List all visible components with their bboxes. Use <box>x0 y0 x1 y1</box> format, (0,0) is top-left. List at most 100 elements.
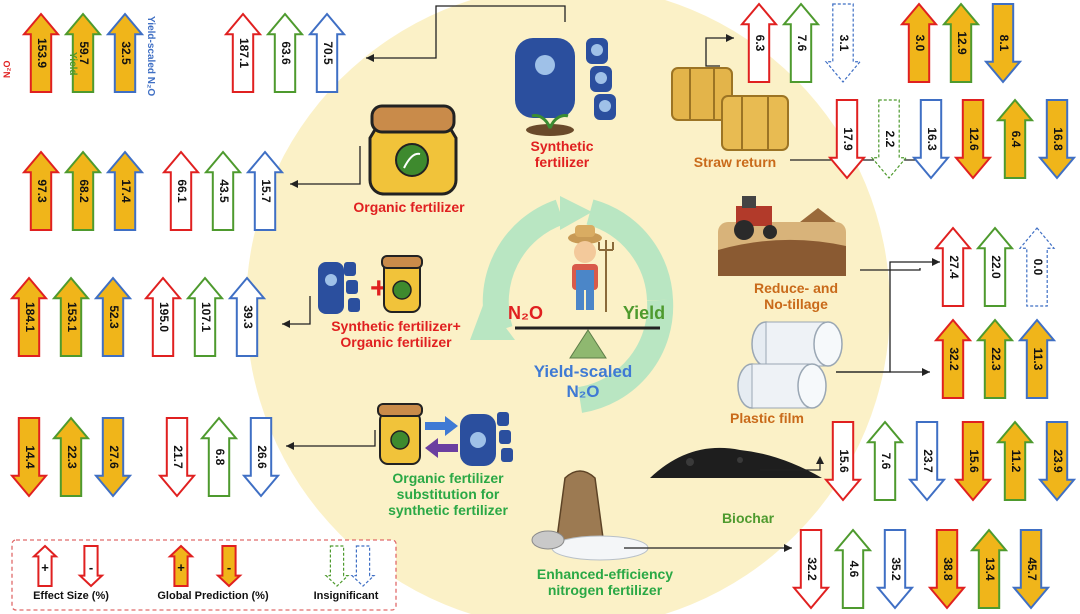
combined-effect-yield-value: 107.1 <box>199 302 213 332</box>
straw-global-n2o-arrow <box>899 2 939 83</box>
biochar-effect-ys-value: 23.7 <box>921 449 935 473</box>
organic-effect-ys-value: 15.7 <box>259 179 273 203</box>
synthetic-global-yield-value: 59.7 <box>77 41 91 65</box>
label-synthetic-l2: fertilizer <box>534 154 590 171</box>
eenf-effect-n2o-value: 32.2 <box>805 557 819 581</box>
eenf-global-ys-arrow <box>1011 529 1051 610</box>
top-legend-yield: Yield <box>67 52 78 76</box>
biochar-global: 15.6 11.2 23.9 <box>953 420 1077 502</box>
film-global-n2o-value: 32.2 <box>947 347 961 371</box>
biochar-effect-ys-arrow <box>907 421 947 502</box>
organic-global-n2o-value: 97.3 <box>35 179 49 203</box>
label-substitution-l2: substitution for <box>396 486 500 503</box>
center-yield-label: Yield <box>622 303 666 323</box>
substitution-effect-ys-value: 26.6 <box>255 445 269 469</box>
substitution-global-ys-arrow <box>93 417 133 498</box>
farmer-icon <box>568 225 614 312</box>
straw-global-ys-value: 8.1 <box>997 35 1011 52</box>
legend-insig-green-arrow <box>324 545 350 587</box>
organic-effect-yield-arrow <box>203 150 243 231</box>
cycle-arrows-icon <box>470 196 674 413</box>
eenf-global-n2o-value: 38.8 <box>941 557 955 581</box>
film-global-ys-value: 11.3 <box>1031 348 1045 371</box>
combined-global-ys-arrow <box>93 276 133 357</box>
center-ysn2o-l1: Yield-scaled <box>533 362 633 381</box>
legend-effect-down-arrow-sign: - <box>89 560 93 575</box>
eenf-effect-yield-value: 4.6 <box>847 561 861 578</box>
legend-effect-up-arrow-sign: + <box>41 560 49 575</box>
combined-effect-n2o-arrow <box>143 276 183 357</box>
eenf-global-ys-value: 45.7 <box>1025 557 1039 581</box>
legend-insignificant: Insignificant <box>313 590 379 602</box>
synthetic-global-ys-value: 32.5 <box>119 41 133 65</box>
biochar-effect: 15.6 7.6 23.7 <box>823 420 947 502</box>
organic-fertilizer-icon <box>368 104 458 196</box>
synthetic-fertilizer-icon <box>515 38 616 136</box>
biochar-effect-n2o-value: 15.6 <box>837 449 851 473</box>
organic-global: 97.3 68.2 17.4 <box>21 150 145 231</box>
biochar-global-ys-arrow <box>1037 421 1077 502</box>
synthetic-effect-n2o-arrow <box>223 12 263 93</box>
organic-effect-n2o-value: 66.1 <box>175 179 189 203</box>
seesaw-icon <box>515 326 660 359</box>
synthetic-global-n2o-arrow <box>21 12 61 93</box>
organic-global-ys-value: 17.4 <box>119 179 133 203</box>
biochar-global-n2o-arrow <box>953 421 993 502</box>
organic-effect-n2o-arrow <box>161 150 201 231</box>
substitution-global-ys-value: 27.6 <box>107 445 121 469</box>
combined-effect-yield-arrow <box>185 276 225 357</box>
synthetic-global-yield-arrow <box>63 12 103 93</box>
eenf-effect-yield-arrow <box>833 528 873 609</box>
organic-global-yield-value: 68.2 <box>77 179 91 203</box>
combined-fertilizer-icon: + <box>318 255 423 314</box>
top-legend-ysn2o: Yield-scaled N₂O <box>145 15 156 97</box>
biochar-global-n2o-value: 15.6 <box>967 449 981 473</box>
eenf-effect-n2o-arrow <box>791 529 831 610</box>
straw-global-yield-arrow <box>941 2 981 83</box>
synthetic-effect-ys-value: 70.5 <box>321 41 335 65</box>
biochar-effect-yield-value: 7.6 <box>879 453 893 470</box>
biochar-global-ys-value: 23.9 <box>1051 449 1065 473</box>
organic-effect-ys-arrow <box>245 150 285 231</box>
synthetic-effect-n2o-value: 187.1 <box>237 38 251 68</box>
straw-effect-n2o-arrow <box>739 2 779 83</box>
tillage-global-n2o-arrow <box>953 99 993 180</box>
film-effect-n2o-arrow <box>933 226 973 307</box>
biochar-global-yield-value: 11.2 <box>1009 450 1023 473</box>
combined-global-ys-value: 52.3 <box>107 305 121 329</box>
organic-global-yield-arrow <box>63 150 103 231</box>
straw-effect-yield-value: 7.6 <box>795 35 809 52</box>
straw-bales-icon <box>671 67 789 151</box>
biochar-effect-yield-arrow <box>865 420 905 501</box>
label-tillage-l1: Reduce- and <box>753 280 838 296</box>
substitution-global-yield-value: 22.3 <box>65 445 79 469</box>
film-effect-ys-value: 0.0 <box>1031 259 1045 276</box>
tillage-global-n2o-value: 12.6 <box>967 127 981 151</box>
substitution-effect-n2o-arrow <box>157 417 197 498</box>
label-synthetic-l1: Synthetic <box>530 138 594 154</box>
combined-global-yield-value: 153.1 <box>65 302 79 332</box>
label-eenf-l1: Enhanced-efficiency <box>536 566 674 582</box>
straw-global-yield-value: 12.9 <box>955 31 969 55</box>
label-straw-return: Straw return <box>693 154 777 170</box>
label-plastic-film: Plastic film <box>730 410 804 426</box>
synthetic-global-ys-arrow <box>105 12 145 93</box>
legend-global-up-arrow-sign: + <box>177 560 185 575</box>
straw-effect-n2o-value: 6.3 <box>753 35 767 52</box>
substitution-global-n2o-value: 14.4 <box>23 445 37 469</box>
label-substitution: Organic fertilizer substitution for synt… <box>356 470 540 518</box>
film-global-yield-arrow <box>975 318 1015 399</box>
center-n2o-label: N₂O <box>508 303 543 323</box>
biochar-global-yield-arrow <box>995 420 1035 501</box>
label-eenf: Enhanced-efficiency nitrogen fertilizer <box>510 566 700 598</box>
